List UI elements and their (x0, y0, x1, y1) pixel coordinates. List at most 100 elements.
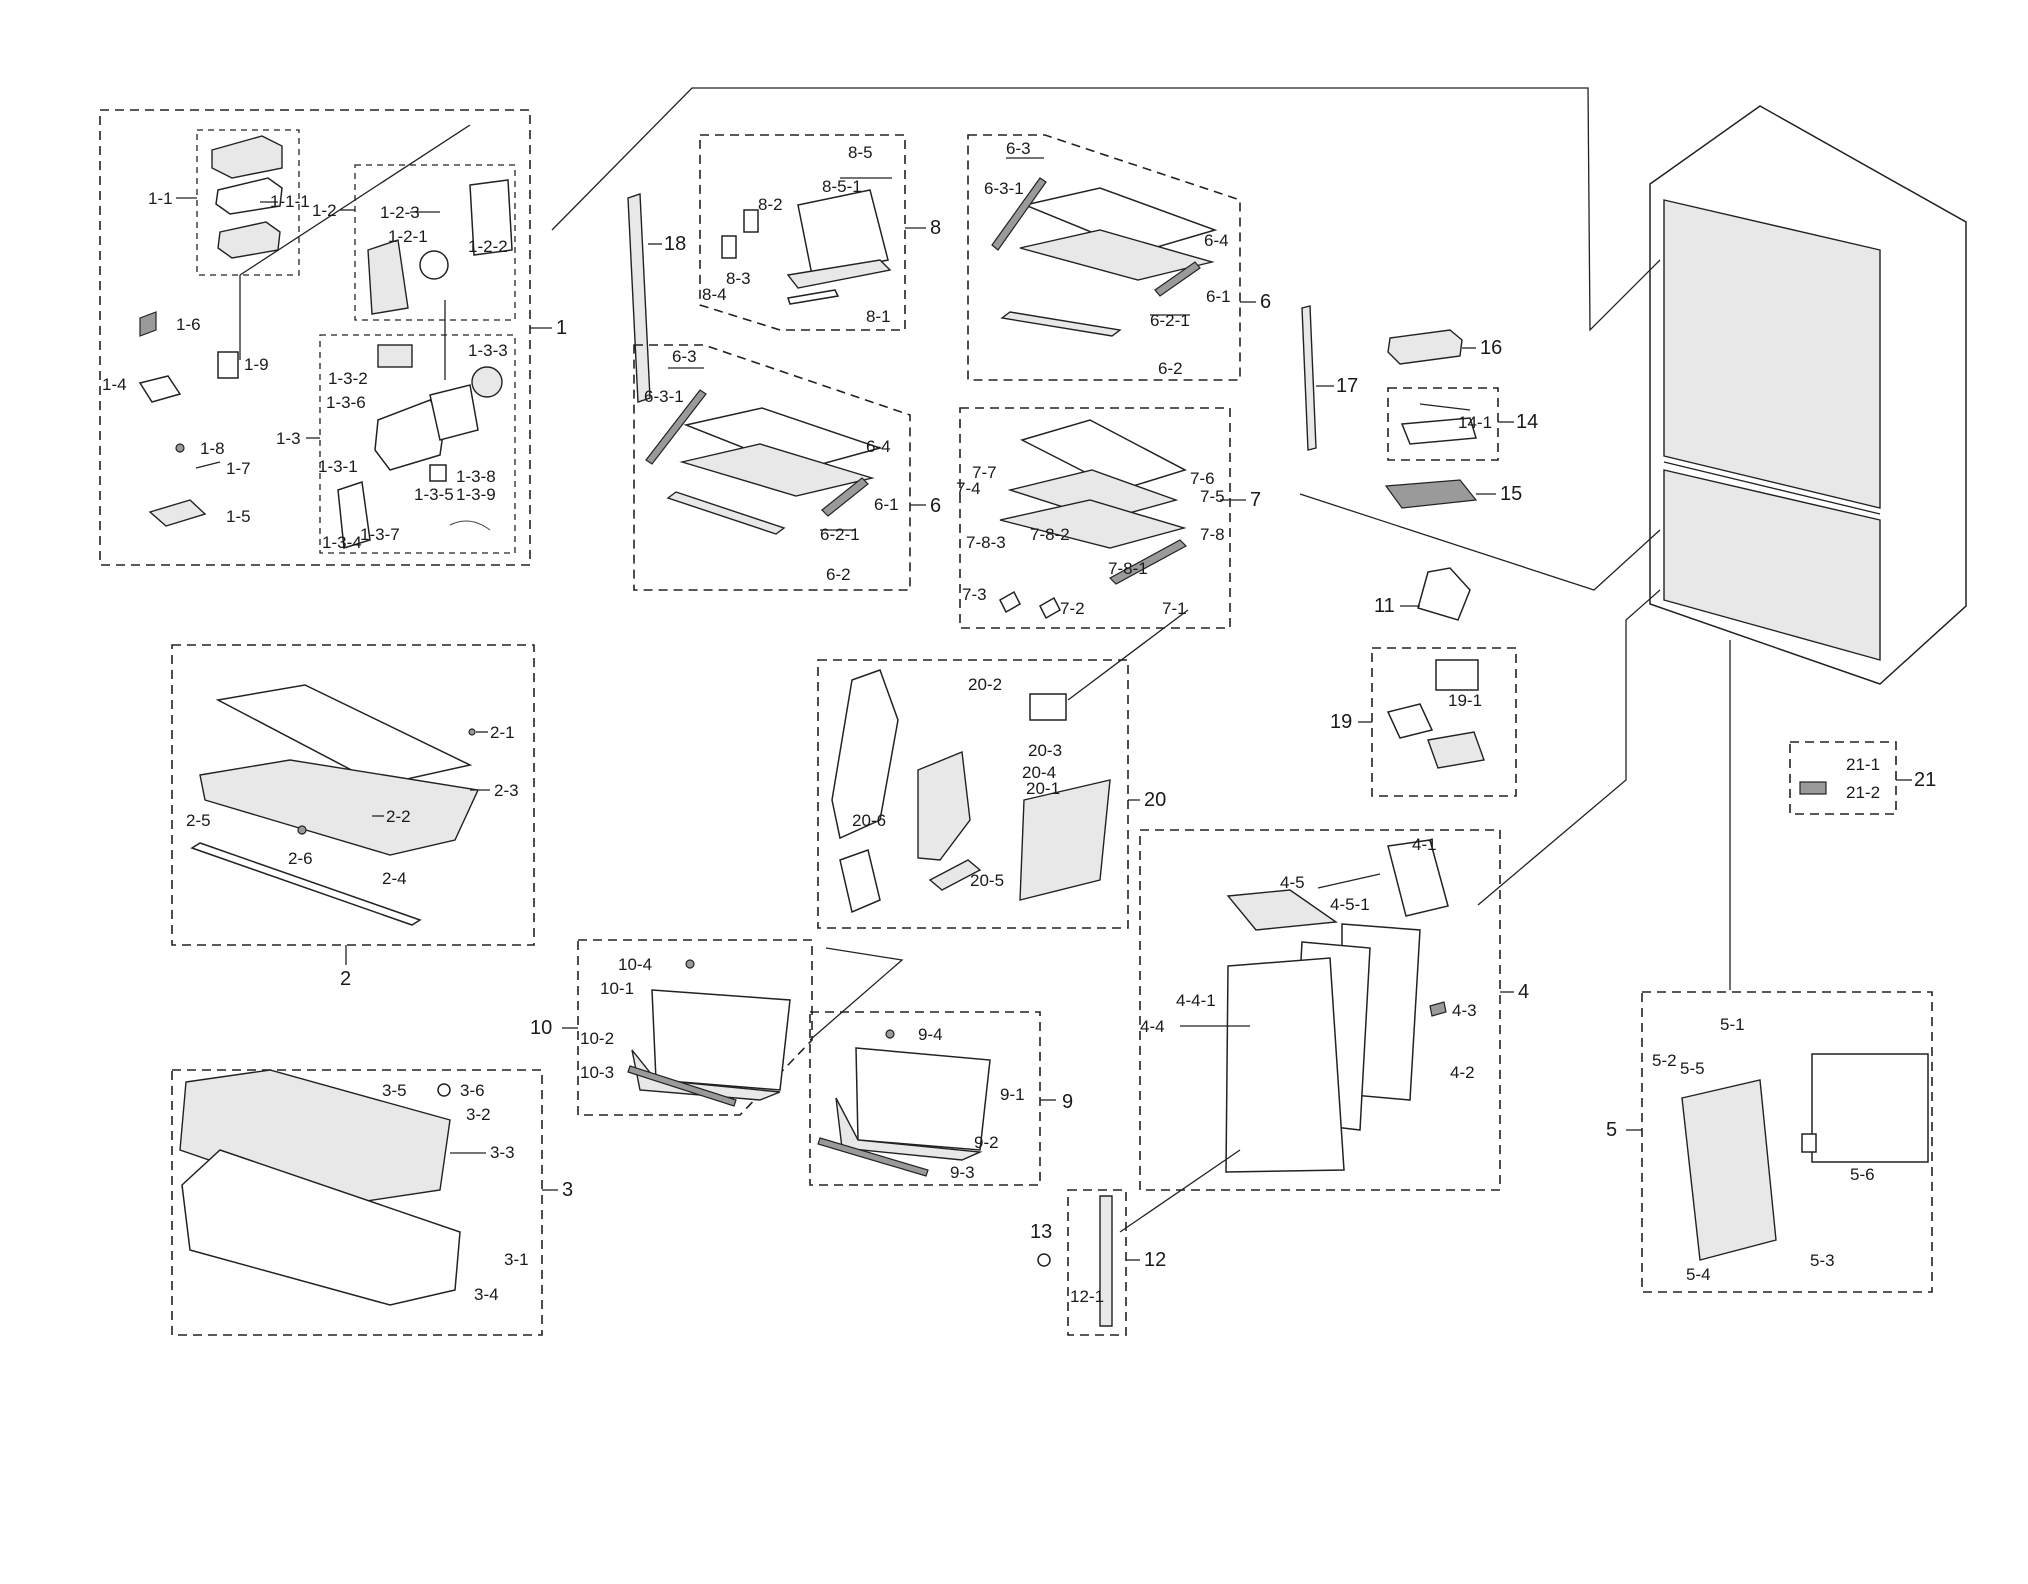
label-20-4: 20-4 (1022, 763, 1056, 782)
group-19: 19-1 19 (1330, 647, 1517, 797)
group-20-water-filter: 20-2 20-3 20-4 20-1 20-6 20-5 20 (817, 659, 1166, 929)
baffle-4-part (1226, 889, 1338, 931)
label-7-8-3: 7-8-3 (966, 533, 1006, 552)
label-5-5: 5-5 (1680, 1059, 1705, 1078)
label-8-4: 8-4 (702, 285, 727, 304)
group-5-evaporator: 5-1 5-2 5-5 5-6 5-3 5-4 5 (1606, 991, 1933, 1293)
heater-part (429, 464, 447, 482)
label-8-3: 8-3 (726, 269, 751, 288)
screw-1-8-part (175, 443, 185, 453)
clip-7-2-part (1039, 596, 1061, 620)
frame-6a-part (1019, 229, 1215, 281)
label-14-1: 14-1 (1458, 413, 1492, 432)
label-10-3: 10-3 (580, 1063, 614, 1082)
group-21: 21-1 21-2 21 (1789, 741, 1936, 815)
label-6b-3-1: 6-3-1 (644, 387, 684, 406)
group-2-boundary (171, 644, 535, 946)
label-2-6: 2-6 (288, 849, 313, 868)
label-5-4: 5-4 (1686, 1265, 1711, 1284)
label-9-2: 9-2 (974, 1133, 999, 1152)
bracket-8-3-part (721, 235, 737, 259)
filter-knob-20-6-part (839, 849, 881, 914)
part-21-2 (1799, 781, 1827, 795)
label-10-4: 10-4 (618, 955, 652, 974)
label-9-4: 9-4 (918, 1025, 943, 1044)
group-6b-shelf: 6-3 6-3-1 6-4 6-1 6-2-1 6-2 6 (633, 344, 941, 591)
part-18-hinge-strip: 18 (627, 193, 686, 403)
group-20-boundary (817, 659, 1129, 929)
connector-cover-to-12 (1119, 1149, 1241, 1233)
filter-clip-20-5-part (928, 859, 982, 891)
label-8-5: 8-5 (848, 143, 873, 162)
group-6b-boundary (633, 344, 911, 591)
part-19-a (1435, 659, 1479, 691)
slide-7-8-part (1109, 539, 1187, 585)
group-1-2-boundary (354, 164, 516, 321)
label-6a-3: 6-3 (1006, 139, 1031, 158)
label-1-3-3: 1-3-3 (468, 341, 508, 360)
label-4-2: 4-2 (1450, 1063, 1475, 1082)
label-1-4: 1-4 (102, 375, 127, 394)
label-6b-3: 6-3 (672, 347, 697, 366)
label-3-6: 3-6 (460, 1081, 485, 1100)
group-6a-boundary (967, 134, 1241, 381)
filter-bracket-20-part (1019, 779, 1111, 901)
label-9-3: 9-3 (950, 1163, 975, 1182)
screw-10-4-part (685, 959, 695, 969)
group-7-boundary (959, 407, 1231, 629)
label-1-5: 1-5 (226, 507, 251, 526)
wire-harness-part (449, 520, 491, 531)
label-1-3-8: 1-3-8 (456, 467, 496, 486)
shelf-frame-2-part (199, 759, 480, 856)
label-3-3: 3-3 (490, 1143, 515, 1162)
slide-6b-2-part (821, 477, 869, 517)
label-6a: 6 (1260, 291, 1271, 313)
label-19: 19 (1330, 711, 1352, 733)
label-7-5: 7-5 (1200, 487, 1225, 506)
label-4-5-1: 4-5-1 (1330, 895, 1370, 914)
label-7-1: 7-1 (1162, 599, 1187, 618)
screw-9-4-part (885, 1029, 895, 1039)
cap-13-part (1037, 1253, 1051, 1267)
ice-motor-part (419, 250, 449, 280)
filter-cover-20-part (831, 669, 899, 840)
ice-tray-part (377, 344, 413, 368)
label-3-5: 3-5 (382, 1081, 407, 1100)
rail-10-part (627, 1065, 737, 1107)
filter-housing-20-part (1029, 693, 1067, 721)
label-7-8: 7-8 (1200, 525, 1225, 544)
label-21-2: 21-2 (1846, 783, 1880, 802)
leader-14-1 (1419, 403, 1471, 411)
label-7: 7 (1250, 489, 1261, 511)
label-7-2: 7-2 (1060, 599, 1085, 618)
drawer-bin-3-part (181, 1149, 461, 1306)
screw-4-3-part (1429, 1001, 1447, 1017)
label-9: 9 (1062, 1091, 1073, 1113)
grille-15-part (1384, 479, 1478, 509)
label-20-3: 20-3 (1028, 741, 1062, 760)
label-15: 15 (1500, 483, 1522, 505)
label-21-1: 21-1 (1846, 755, 1880, 774)
frame-6b-part (679, 443, 875, 497)
rail-6a-part (1000, 311, 1122, 337)
rail-6b-part (666, 491, 786, 535)
ice-duct-part (217, 221, 281, 259)
part-19-b (1386, 703, 1434, 739)
group-4-evaporator-cover: 4-1 4-5 4-5-1 4-4-1 4-4 4-3 4-2 4 (1139, 829, 1529, 1191)
connector-lines (551, 87, 1731, 1233)
cover-11-part (1417, 567, 1471, 621)
label-4: 4 (1518, 981, 1529, 1003)
damper-3-6-part (437, 1083, 451, 1097)
front-cover-4-4-part (1225, 957, 1345, 1173)
label-3-4: 3-4 (474, 1285, 499, 1304)
label-18: 18 (664, 233, 686, 255)
label-16: 16 (1480, 337, 1502, 359)
connector-ice-to-cabinet (551, 87, 1661, 332)
label-1: 1 (556, 317, 567, 339)
evap-cover-5-part (1811, 1053, 1929, 1163)
connector-cover-to-cabinet (1477, 589, 1661, 906)
group-1-boundary (99, 109, 531, 566)
label-1-3-6: 1-3-6 (326, 393, 366, 412)
screw-2-6-part (297, 825, 307, 835)
ice-maker-cover-part (367, 239, 409, 315)
